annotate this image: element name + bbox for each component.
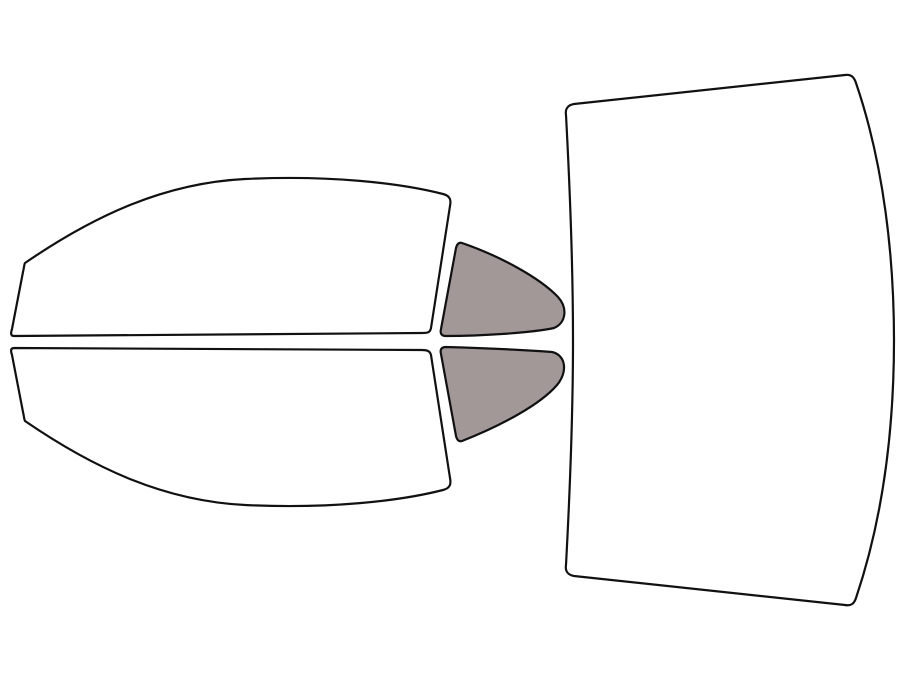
front-door-window-bottom[interactable] xyxy=(10,346,452,508)
rear-windshield[interactable] xyxy=(564,73,896,607)
rear-quarter-window-top[interactable] xyxy=(439,241,566,338)
rear-quarter-window-bottom[interactable] xyxy=(439,345,566,443)
front-door-window-top[interactable] xyxy=(10,176,452,338)
